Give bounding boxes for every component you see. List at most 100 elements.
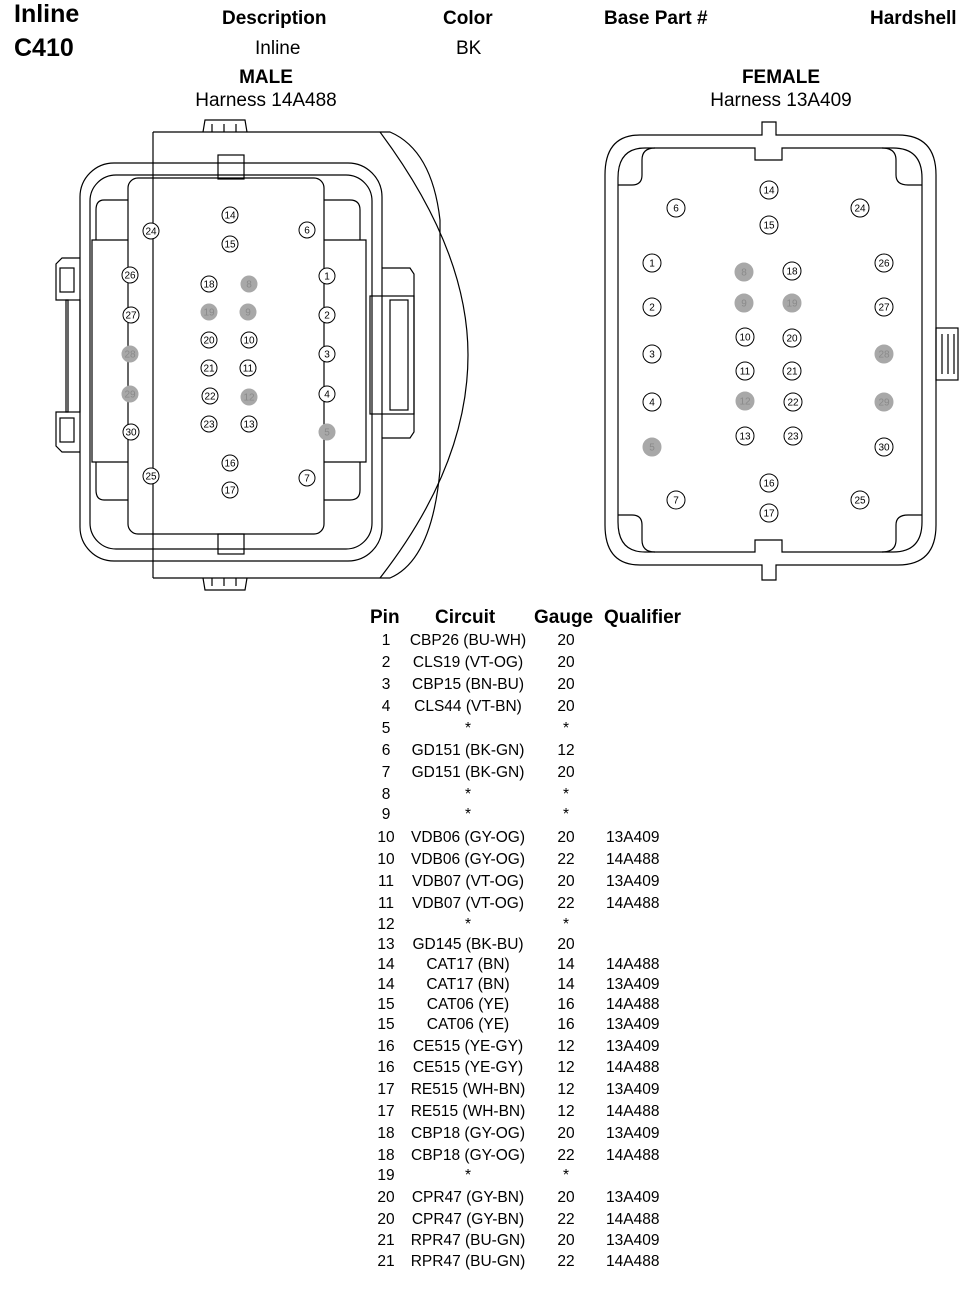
- male-pin-27: [122, 306, 140, 324]
- pin-cell: 5: [381, 720, 391, 737]
- circuit-cell: CBP18 (GY-OG): [411, 1125, 525, 1142]
- pin-cell: 7: [381, 764, 391, 781]
- gauge-cell: 12: [557, 1081, 575, 1098]
- qualifier-cell: 14A488: [606, 1059, 660, 1076]
- female-pin-25: [850, 490, 870, 510]
- pin-cell: 13: [377, 936, 395, 953]
- pin-cell: 16: [377, 1059, 395, 1076]
- male-pin-label: 24: [145, 227, 157, 238]
- qualifier-cell: 13A409: [606, 1081, 660, 1098]
- circuit-cell: CE515 (YE-GY): [412, 1038, 524, 1055]
- gauge-cell: 14: [557, 976, 575, 993]
- male-pin-label: 4: [324, 390, 330, 401]
- pin-cell: 17: [377, 1081, 395, 1098]
- female-pin-label: 21: [786, 367, 798, 378]
- header-pin: Pin: [370, 607, 400, 628]
- male-pin-label: 20: [203, 336, 215, 347]
- male-harness: Harness 14A488: [195, 90, 337, 111]
- qualifier-cell: 13A409: [606, 1189, 660, 1206]
- female-pin-label: 8: [741, 268, 747, 279]
- female-pin-label: 7: [673, 496, 679, 507]
- female-pin-label: 1: [649, 259, 655, 270]
- female-pin-16: [759, 473, 779, 493]
- circuit-cell: *: [464, 1167, 472, 1184]
- gauge-cell: 20: [557, 1232, 575, 1249]
- table-row: 9**: [0, 806, 972, 828]
- male-pin-label: 11: [243, 364, 254, 375]
- female-pin-label: 9: [741, 299, 747, 310]
- pin-cell: 21: [377, 1253, 395, 1270]
- female-pin-4: [642, 392, 662, 412]
- male-pin-5: [318, 423, 336, 441]
- header-gauge: Gauge: [534, 607, 594, 628]
- male-pin-25: [142, 467, 160, 485]
- female-pin-label: 11: [740, 367, 751, 378]
- male-pin-14: [221, 206, 239, 224]
- pin-cell: 16: [377, 1038, 395, 1055]
- gauge-cell: 20: [557, 698, 575, 715]
- female-pin-label: 12: [739, 397, 751, 408]
- circuit-cell: CAT06 (YE): [426, 996, 510, 1013]
- female-pin-label: 24: [854, 204, 866, 215]
- male-pin-label: 19: [203, 308, 215, 319]
- pin-cell: 4: [381, 698, 391, 715]
- male-pin-30: [122, 423, 140, 441]
- circuit-cell: VDB06 (GY-OG): [411, 829, 525, 846]
- male-pin-1: [318, 267, 336, 285]
- male-pin-label: 26: [124, 271, 136, 282]
- male-pin-label: 28: [124, 350, 136, 361]
- pin-cell: 17: [377, 1103, 395, 1120]
- female-pin-label: 16: [763, 479, 775, 490]
- female-pin-15: [759, 215, 779, 235]
- male-pin-18: [200, 275, 218, 293]
- female-pin-label: 4: [649, 398, 655, 409]
- pin-cell: 15: [377, 996, 395, 1013]
- male-pin-8: [240, 275, 258, 293]
- circuit-cell: RE515 (WH-BN): [410, 1081, 526, 1098]
- male-pin-19: [200, 303, 218, 321]
- circuit-cell: RPR47 (BU-GN): [410, 1232, 526, 1249]
- male-pin-label: 23: [203, 420, 215, 431]
- header-qualifier: Qualifier: [604, 607, 682, 628]
- male-pin-26: [121, 266, 139, 284]
- pin-cell: 11: [377, 873, 395, 890]
- female-pin-label: 18: [786, 267, 798, 278]
- hardshell-label: Hardshell: [870, 8, 957, 29]
- male-pin-label: 16: [224, 459, 236, 470]
- female-pin-label: 10: [739, 333, 751, 344]
- female-pin-label: 19: [786, 299, 798, 310]
- pin-cell: 2: [381, 654, 391, 671]
- female-pin-2: [642, 297, 662, 317]
- circuit-cell: GD151 (BK-GN): [411, 764, 525, 781]
- table-row: 19**: [0, 1167, 972, 1189]
- gauge-cell: 22: [557, 851, 575, 868]
- table-row: 17 RE515 (WH-BN) 12 13A409: [0, 1081, 972, 1103]
- connector-id: C410: [14, 34, 74, 62]
- male-pin-label: 21: [203, 364, 215, 375]
- male-pin-label: 6: [304, 226, 310, 237]
- circuit-cell: *: [464, 806, 472, 823]
- female-pin-label: 26: [878, 259, 890, 270]
- pin-cell: 10: [377, 851, 395, 868]
- qualifier-cell: 14A488: [606, 1103, 660, 1120]
- table-row: 4 CLS44 (VT-BN) 20: [0, 698, 972, 720]
- gauge-cell: 14: [557, 956, 575, 973]
- male-pin-28: [121, 345, 139, 363]
- circuit-cell: CLS44 (VT-BN): [414, 698, 522, 715]
- circuit-cell: CAT06 (YE): [426, 1016, 510, 1033]
- female-pin-1: [642, 253, 662, 273]
- male-pin-22: [201, 387, 219, 405]
- gauge-cell: 20: [557, 654, 575, 671]
- pin-cell: 18: [377, 1147, 395, 1164]
- male-pin-label: 14: [224, 211, 236, 222]
- male-pin-24: [142, 222, 160, 240]
- male-pin-13: [240, 415, 258, 433]
- circuit-cell: CE515 (YE-GY): [412, 1059, 524, 1076]
